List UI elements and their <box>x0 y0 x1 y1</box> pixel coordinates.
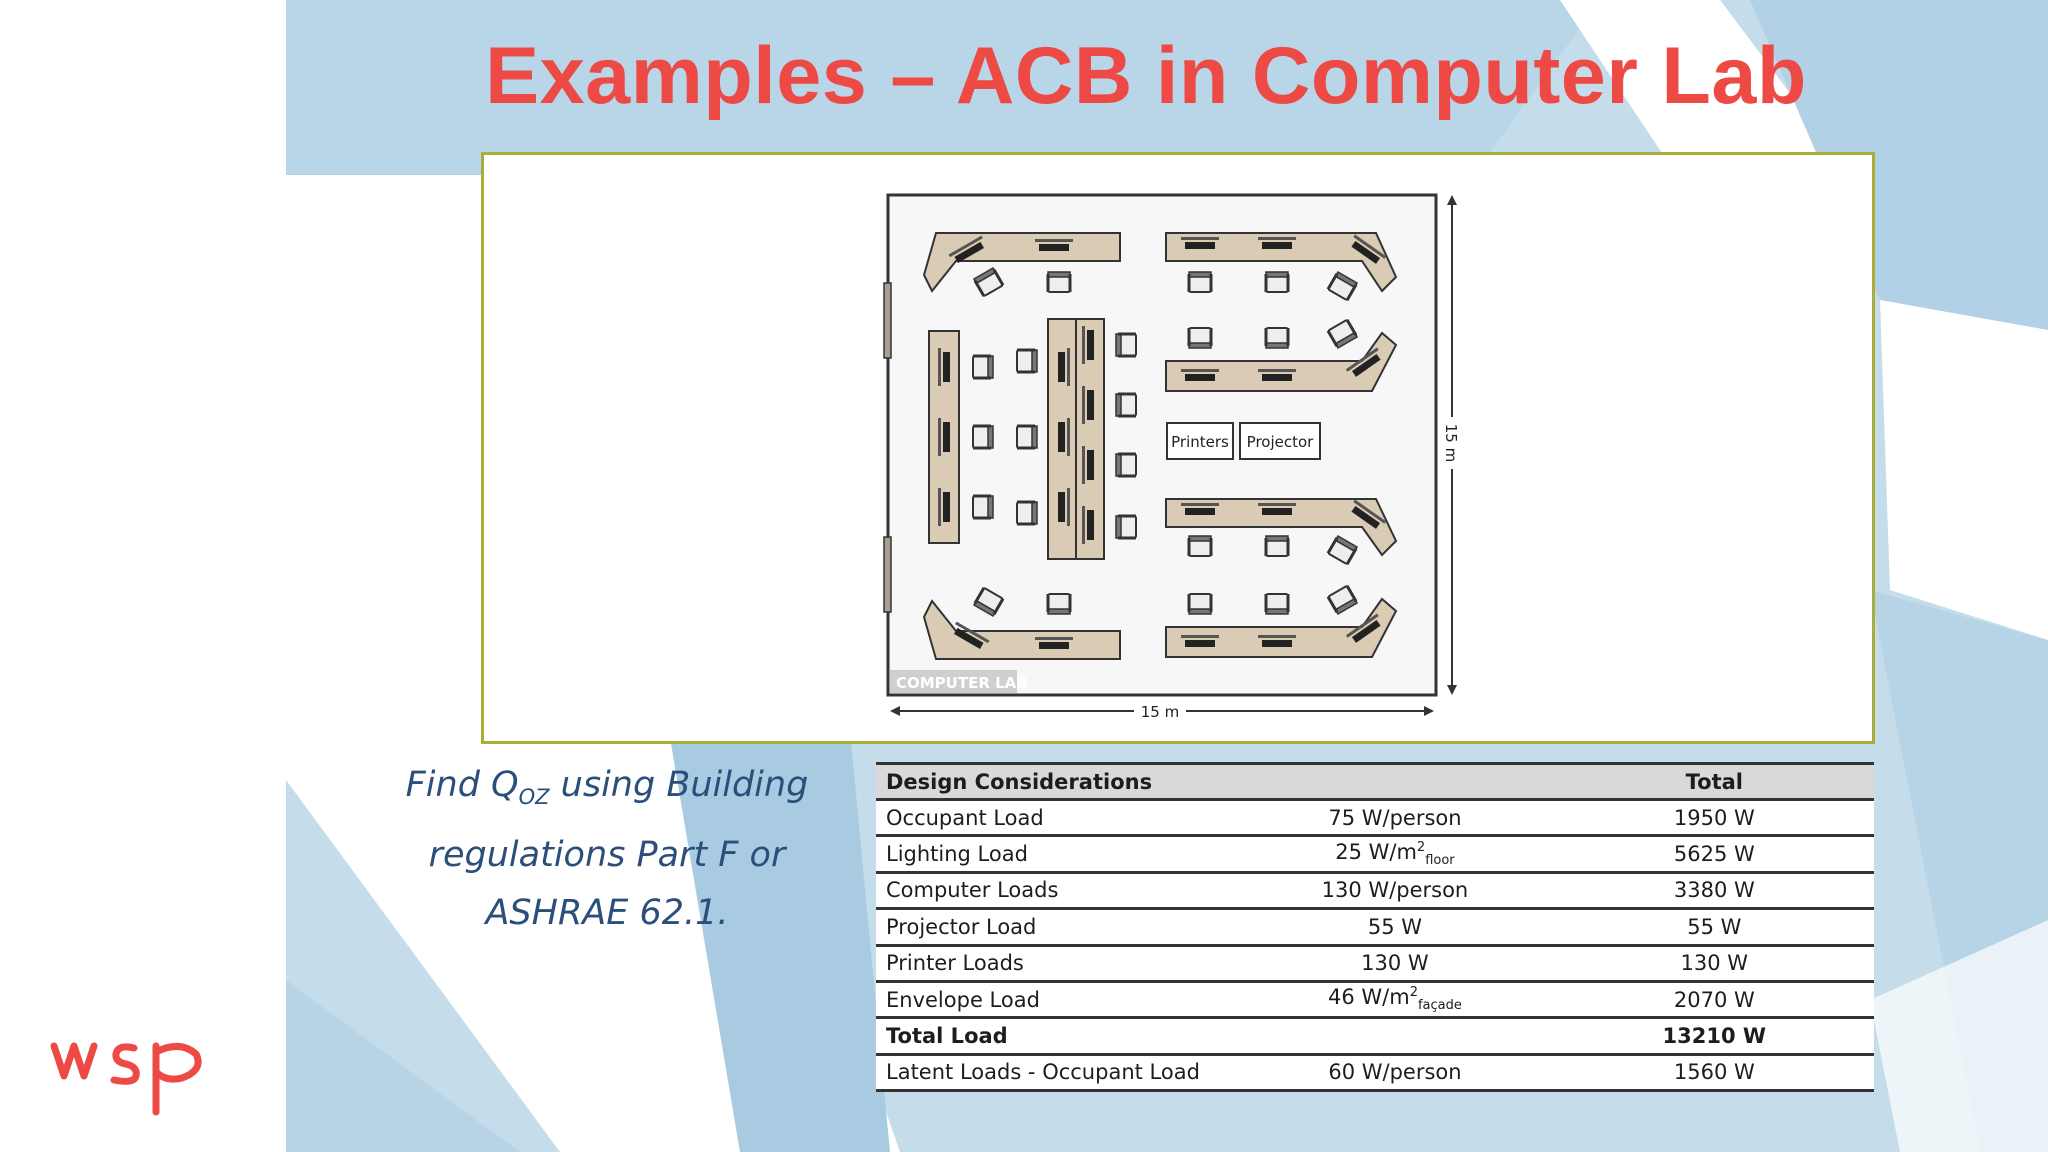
header-design-considerations: Design Considerations <box>876 763 1236 801</box>
table-header-row: Design Considerations Total <box>876 763 1874 801</box>
wsp-logo <box>50 1042 202 1116</box>
row-label: Latent Loads - Occupant Load <box>876 1054 1236 1093</box>
row-total: 13210 W <box>1554 1017 1874 1056</box>
table-row: Printer Loads 130 W 130 W <box>876 945 1874 983</box>
row-total: 1560 W <box>1554 1054 1874 1093</box>
row-value: 55 W <box>1235 908 1555 947</box>
header-blank <box>1235 763 1555 801</box>
row-value: 130 W <box>1235 945 1555 983</box>
row-value-superscript: 2 <box>1416 839 1426 855</box>
row-label: Envelope Load <box>876 981 1236 1020</box>
slide-title: Examples – ACB in Computer Lab <box>485 31 1807 121</box>
row-value: 25 W/m2floor <box>1235 835 1555 874</box>
find-text-suffix: using Building regulations Part F or ASH… <box>428 765 809 933</box>
row-total: 130 W <box>1554 945 1874 983</box>
row-value: 130 W/person <box>1235 872 1555 911</box>
table-row: Computer Loads 130 W/person 3380 W <box>876 872 1874 911</box>
row-value-text: 75 W/person <box>1328 805 1462 830</box>
row-value: 75 W/person <box>1235 799 1555 838</box>
computer-lab-floorplan: COMPUTER LAB Printers Projector <box>883 193 1464 722</box>
projector-label: Projector <box>1247 433 1314 451</box>
row-label: Projector Load <box>876 908 1236 947</box>
row-value-text: 25 W/m <box>1335 839 1417 864</box>
row-label: Total Load <box>876 1017 1236 1056</box>
row-total: 55 W <box>1554 908 1874 947</box>
row-value: 60 W/person <box>1235 1054 1555 1093</box>
row-value-subscript: floor <box>1425 853 1455 869</box>
table-row: Occupant Load 75 W/person 1950 W <box>876 799 1874 838</box>
design-loads-table: Design Considerations Total Occupant Loa… <box>876 762 1874 1093</box>
row-label: Lighting Load <box>876 835 1236 874</box>
table-body: Occupant Load 75 W/person 1950 W Lighting L… <box>876 799 1874 1093</box>
header-total: Total <box>1554 763 1874 801</box>
row-value-text: 130 W/person <box>1321 878 1469 903</box>
find-qoz-instruction: Find QOZ using Building regulations Part… <box>382 756 832 942</box>
printers-label: Printers <box>1171 433 1229 451</box>
row-total: 3380 W <box>1554 872 1874 911</box>
row-label: Computer Loads <box>876 872 1236 911</box>
row-value-text: 46 W/m <box>1327 985 1410 1010</box>
row-label: Printer Loads <box>876 945 1236 983</box>
row-value <box>1235 1017 1555 1056</box>
find-text-prefix: Find Q <box>405 765 519 805</box>
row-value-subscript: façade <box>1417 998 1462 1014</box>
corner-label: COMPUTER LAB <box>896 674 1028 692</box>
row-total: 2070 W <box>1554 981 1874 1020</box>
row-value-text: 55 W <box>1367 914 1423 939</box>
row-value-text: 60 W/person <box>1328 1060 1462 1085</box>
height-dimension-label: 15 m <box>1442 424 1460 462</box>
table-row: Total Load 13210 W <box>876 1017 1874 1056</box>
table-row: Latent Loads - Occupant Load 60 W/person 1… <box>876 1054 1874 1093</box>
row-label: Occupant Load <box>876 799 1236 838</box>
table-row: Projector Load 55 W 55 W <box>876 908 1874 947</box>
find-text-subscript: OZ <box>518 785 550 809</box>
width-dimension-label: 15 m <box>1141 703 1179 721</box>
row-value: 46 W/m2façade <box>1235 981 1555 1020</box>
row-total: 5625 W <box>1554 835 1874 874</box>
row-value-superscript: 2 <box>1409 985 1418 1001</box>
floorplan-figure: COMPUTER LAB Printers Projector <box>481 152 1875 744</box>
row-total: 1950 W <box>1554 799 1874 838</box>
row-value-text: 130 W <box>1361 951 1429 976</box>
